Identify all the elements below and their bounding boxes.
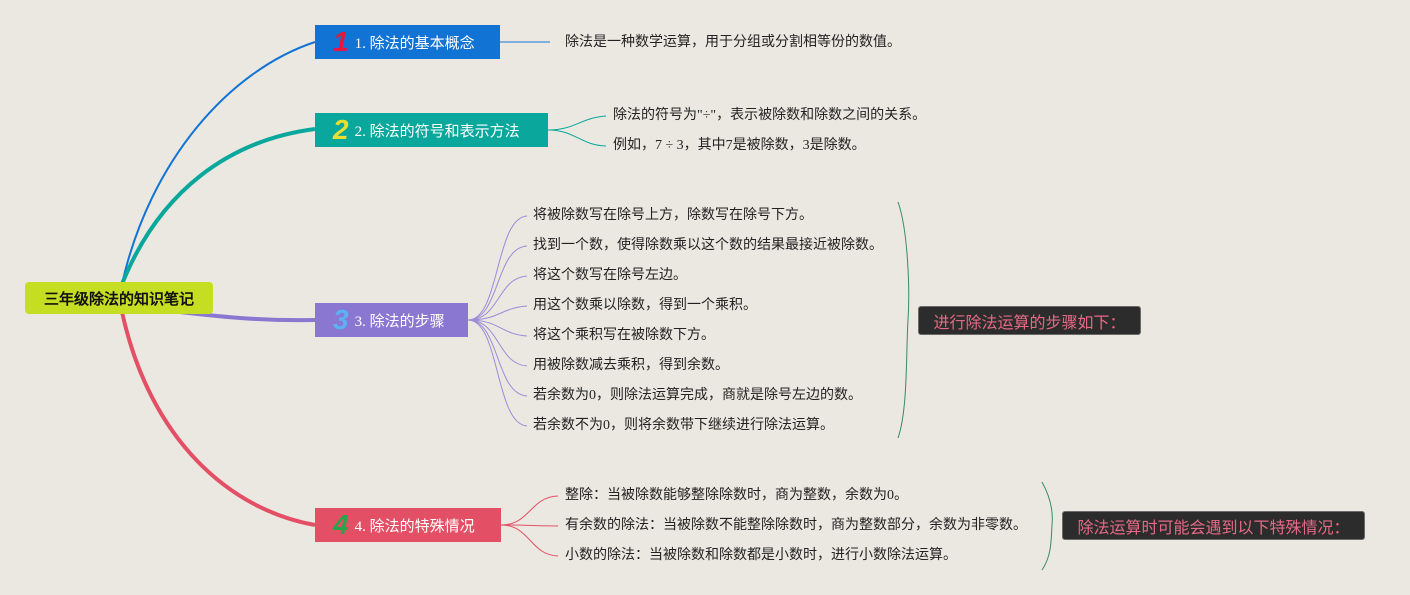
edge-topic-3-leaf-1 bbox=[467, 215, 528, 321]
leaf-3-2[interactable]: 找到一个数，使得除数乘以这个数的结果最接近被除数。 bbox=[533, 238, 883, 253]
topic-number-3: 3 bbox=[333, 304, 349, 335]
leaf-3-4[interactable]: 用这个数乘以除数，得到一个乘积。 bbox=[533, 298, 757, 313]
edge-topic-2-leaf-2 bbox=[547, 129, 607, 147]
leaf-3-5[interactable]: 将这个乘积写在被除数下方。 bbox=[533, 328, 715, 343]
leaf-2-1[interactable]: 除法的符号为"÷"，表示被除数和除数之间的关系。 bbox=[613, 108, 927, 123]
topic-node-2[interactable]: 2 2. 除法的符号和表示方法 bbox=[315, 113, 548, 147]
topic-node-1[interactable]: 1 1. 除法的基本概念 bbox=[315, 25, 500, 59]
summary-topic-3[interactable]: 进行除法运算的步骤如下： bbox=[918, 306, 1141, 335]
topic-number-1: 1 bbox=[333, 26, 349, 57]
edge-topic-4-leaf-3 bbox=[500, 524, 559, 557]
edge-topic-3-leaf-2 bbox=[467, 245, 528, 321]
edge-root-topic-1 bbox=[121, 41, 316, 285]
leaf-2-2[interactable]: 例如，7 ÷ 3，其中7是被除数，3是除数。 bbox=[613, 138, 866, 153]
brace-topic-3 bbox=[897, 201, 910, 439]
brace-topic-4 bbox=[1041, 481, 1053, 571]
leaf-4-3[interactable]: 小数的除法：当被除数和除数都是小数时，进行小数除法运算。 bbox=[565, 548, 957, 563]
leaf-3-8[interactable]: 若余数不为0，则将余数带下继续进行除法运算。 bbox=[533, 418, 834, 433]
edge-topic-3-leaf-7 bbox=[467, 319, 528, 397]
leaf-3-7[interactable]: 若余数为0，则除法运算完成，商就是除号左边的数。 bbox=[533, 388, 862, 403]
summary-topic-4[interactable]: 除法运算时可能会遇到以下特殊情况： bbox=[1062, 511, 1365, 540]
topic-label-4: 4. 除法的特殊情况 bbox=[354, 518, 475, 535]
topic-label-2: 2. 除法的符号和表示方法 bbox=[354, 123, 520, 140]
edge-topic-2-leaf-1 bbox=[547, 115, 607, 131]
topic-number-2: 2 bbox=[333, 114, 349, 145]
topic-number-4: 4 bbox=[333, 509, 349, 540]
leaf-3-1[interactable]: 将被除数写在除号上方，除数写在除号下方。 bbox=[533, 208, 813, 223]
leaf-4-2[interactable]: 有余数的除法：当被除数不能整除除数时，商为整数部分，余数为非零数。 bbox=[565, 518, 1027, 533]
edge-topic-3-leaf-8 bbox=[467, 319, 528, 427]
leaf-1-1[interactable]: 除法是一种数学运算，用于分组或分割相等份的数值。 bbox=[565, 35, 901, 50]
leaf-3-3[interactable]: 将这个数写在除号左边。 bbox=[533, 268, 687, 283]
edge-topic-4-leaf-1 bbox=[500, 495, 559, 526]
topic-node-4[interactable]: 4 4. 除法的特殊情况 bbox=[315, 508, 501, 542]
edge-topic-4-leaf-2 bbox=[500, 524, 559, 527]
edge-root-topic-4 bbox=[120, 311, 316, 527]
leaf-3-6[interactable]: 用被除数减去乘积，得到余数。 bbox=[533, 358, 729, 373]
edge-root-topic-2 bbox=[120, 127, 316, 285]
edge-topic-3-leaf-5 bbox=[467, 319, 528, 337]
topic-label-1: 1. 除法的基本概念 bbox=[354, 35, 475, 52]
edge-topic-3-leaf-3 bbox=[467, 275, 528, 321]
edge-topic-3-leaf-4 bbox=[467, 305, 528, 321]
root-node[interactable]: 三年级除法的知识笔记 bbox=[25, 282, 213, 314]
topic-label-3: 3. 除法的步骤 bbox=[354, 313, 445, 330]
topic-node-3[interactable]: 3 3. 除法的步骤 bbox=[315, 303, 468, 337]
edge-topic-3-leaf-6 bbox=[467, 319, 528, 367]
leaf-4-1[interactable]: 整除：当被除数能够整除除数时，商为整数，余数为0。 bbox=[565, 488, 908, 503]
